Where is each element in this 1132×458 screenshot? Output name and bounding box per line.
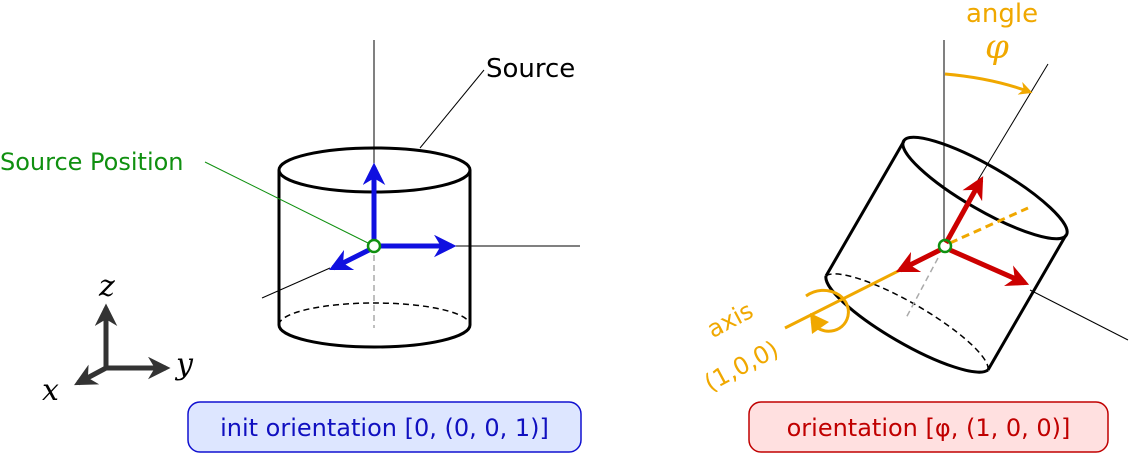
axis-value-label: (1,0,0): [700, 335, 784, 397]
left-source-position-marker: [366, 238, 382, 254]
right-tilted-z-arrow: [943, 176, 984, 245]
left-diag-arrow: [328, 247, 371, 271]
right-diagram: angle φ axis (1,0,0): [700, 0, 1129, 397]
right-tilted-y-arrow: [948, 247, 1030, 287]
left-caption-box: init orientation [0, (0, 0, 1)]: [187, 401, 582, 453]
triad-y-label: y: [174, 347, 194, 382]
angle-symbol: φ: [985, 27, 1009, 67]
right-cylinder: [824, 135, 1069, 374]
left-diagram: Source Source Position: [0, 40, 580, 349]
triad-x-arrow: [74, 364, 108, 386]
source-label: Source: [486, 54, 575, 84]
angle-label: angle: [966, 0, 1038, 29]
right-source-position-marker: [937, 238, 953, 254]
right-tilted-line: [977, 63, 1049, 181]
triad-x-label: x: [42, 373, 59, 408]
source-leader-line: [419, 69, 485, 149]
source-position-leader-line: [204, 161, 369, 244]
axis-label: axis: [702, 296, 758, 343]
rotation-loop-arrowhead: [810, 313, 829, 334]
source-position-label: Source Position: [0, 148, 184, 176]
angle-arc: [944, 72, 1033, 95]
right-caption-box: orientation [φ, (1, 0, 0)]: [748, 401, 1109, 453]
left-caption-text: init orientation [0, (0, 0, 1)]: [220, 414, 549, 442]
axes-triad: z y x: [42, 269, 194, 408]
triad-z-label: z: [98, 269, 115, 304]
right-rotated-y-line: [1029, 289, 1129, 341]
rotation-axis-dashed: [949, 206, 1029, 245]
right-tilted-x-arrow: [895, 247, 942, 273]
rotation-loop: [805, 289, 850, 333]
right-caption-text: orientation [φ, (1, 0, 0)]: [787, 414, 1071, 442]
left-x-axis-line: [261, 267, 331, 299]
